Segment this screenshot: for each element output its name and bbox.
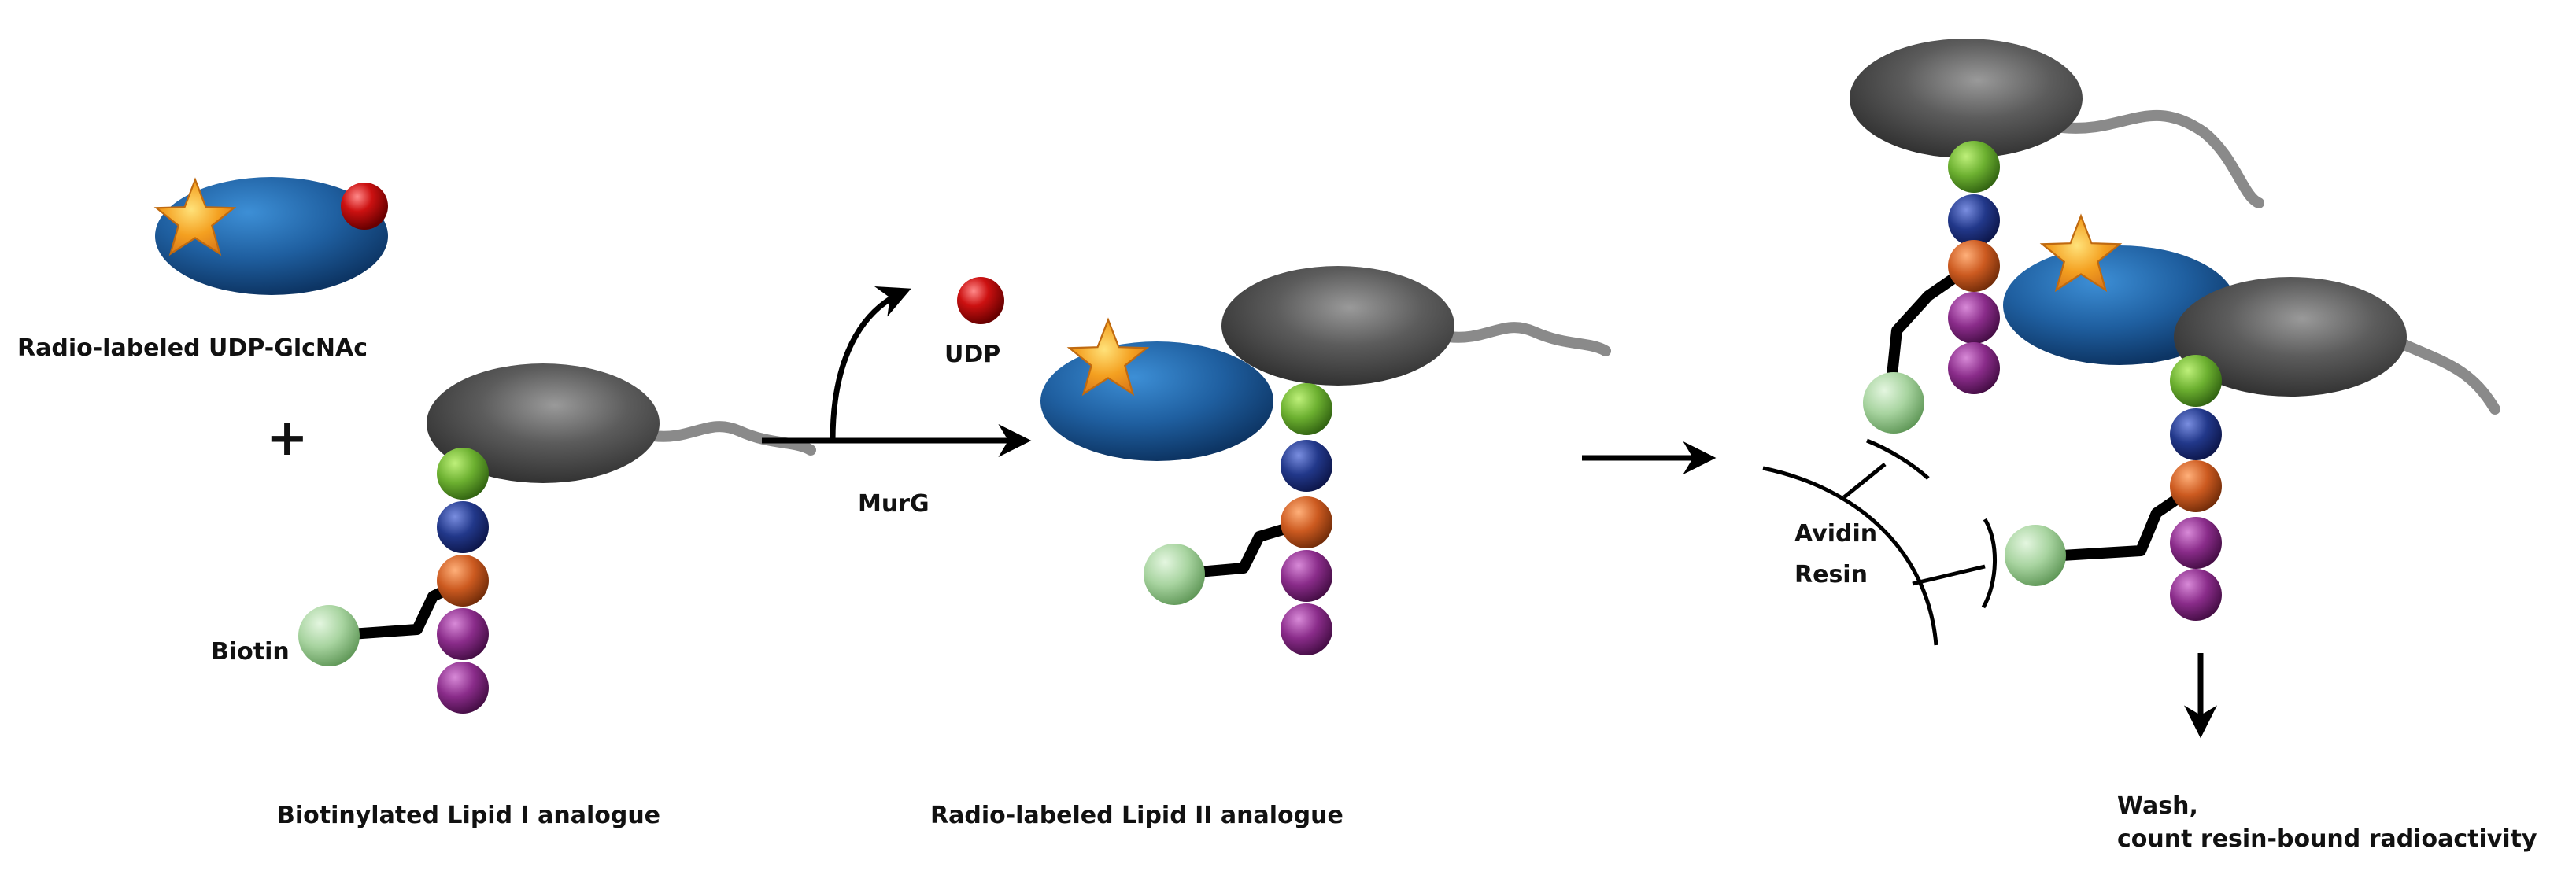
label-avidin: Avidin bbox=[1794, 520, 1877, 548]
biotin-ball bbox=[298, 605, 360, 666]
avidin-cup bbox=[1981, 518, 1997, 609]
avidin-stem bbox=[1842, 463, 1887, 499]
peptide-purple-2 bbox=[2170, 569, 2222, 621]
released-udp-ball bbox=[957, 277, 1004, 324]
label-lipid1: Biotinylated Lipid I analogue bbox=[277, 802, 660, 829]
peptide-orange bbox=[1281, 496, 1332, 548]
avidin-stem bbox=[1912, 564, 1986, 586]
udp-glcnac-group bbox=[155, 177, 388, 295]
captured-lipid-top bbox=[1850, 39, 2264, 434]
peptide-green bbox=[1948, 141, 2000, 193]
avidin-cup bbox=[1866, 438, 1930, 480]
peptide-blue bbox=[437, 501, 489, 553]
murg-reaction-arrow bbox=[762, 277, 1032, 457]
label-murg: MurG bbox=[858, 490, 930, 518]
peptide-orange bbox=[1948, 240, 2000, 292]
glcnac-sugar bbox=[1040, 341, 1273, 461]
captured-lipid-radiolabeled bbox=[2003, 215, 2500, 621]
peptide-green bbox=[1281, 383, 1332, 435]
peptide-purple-2 bbox=[1948, 342, 2000, 394]
peptide-purple-2 bbox=[1281, 603, 1332, 655]
udp-red-ball bbox=[341, 183, 388, 230]
label-udp-glcnac: Radio-labeled UDP-GlcNAc bbox=[17, 334, 368, 362]
lipid-head bbox=[1221, 266, 1454, 386]
peptide-purple-1 bbox=[437, 608, 489, 660]
biotin-ball bbox=[1863, 372, 1924, 434]
lipid-head bbox=[2174, 277, 2407, 397]
lipid1-group bbox=[298, 363, 816, 714]
peptide-blue bbox=[1281, 440, 1332, 492]
label-lipid2: Radio-labeled Lipid II analogue bbox=[930, 802, 1343, 829]
lipid2-group bbox=[1040, 266, 1611, 655]
peptide-purple-1 bbox=[2170, 517, 2222, 569]
biotin-linker bbox=[1885, 260, 1977, 391]
biotin-ball bbox=[1144, 544, 1205, 605]
peptide-purple-1 bbox=[1948, 292, 2000, 344]
label-udp: UDP bbox=[944, 341, 1000, 368]
biotin-ball bbox=[2005, 525, 2066, 586]
resin-surface bbox=[1762, 466, 1938, 646]
label-biotin: Biotin bbox=[211, 638, 290, 666]
avidin-resin-group bbox=[1762, 438, 1997, 646]
peptide-green bbox=[437, 448, 489, 500]
peptide-purple-2 bbox=[437, 662, 489, 714]
peptide-purple-1 bbox=[1281, 550, 1332, 602]
lipid-tail bbox=[648, 421, 816, 456]
udp-release-arrow bbox=[830, 286, 911, 441]
lipid-head bbox=[427, 363, 660, 483]
label-wash: Wash, bbox=[2117, 792, 2198, 820]
lipid-head bbox=[1850, 39, 2083, 158]
label-count: count resin-bound radioactivity bbox=[2117, 825, 2537, 853]
peptide-orange bbox=[2170, 460, 2222, 512]
peptide-green bbox=[2170, 355, 2222, 407]
lipid-tail bbox=[1443, 322, 1611, 356]
lipid-tail bbox=[2057, 109, 2264, 208]
plus-sign: + bbox=[266, 409, 309, 467]
peptide-orange bbox=[437, 555, 489, 607]
label-resin: Resin bbox=[1794, 561, 1868, 589]
peptide-blue bbox=[2170, 408, 2222, 460]
peptide-blue bbox=[1948, 194, 2000, 246]
